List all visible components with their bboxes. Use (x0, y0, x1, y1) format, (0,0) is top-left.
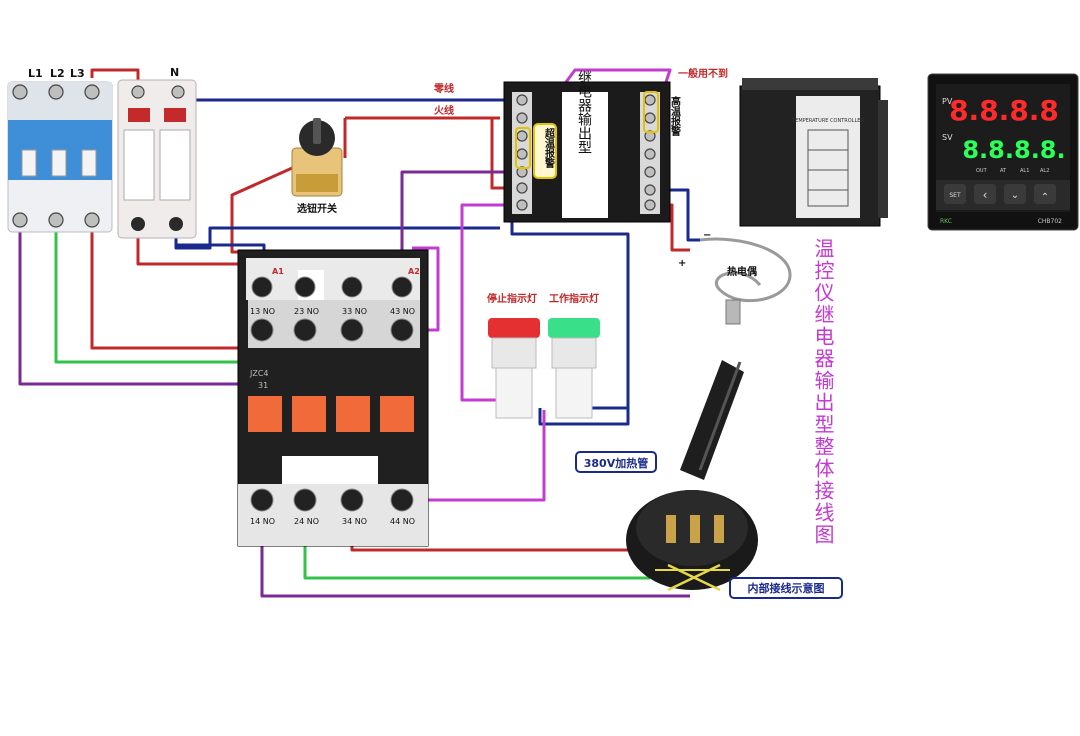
diagram-title: 温控仪继电器输出型整体接线图 (811, 238, 835, 546)
coil-a1-label: A1 (272, 267, 284, 276)
indicator-out: OUT (976, 168, 988, 174)
display-brand: RKC (940, 218, 952, 225)
pv-value: 8.8.8.8 (949, 94, 1059, 127)
label-live-wire: 火线 (434, 104, 454, 117)
thermocouple-label: 热电偶 (727, 265, 757, 278)
terminal-43: 43 NO (390, 307, 415, 316)
high-temp-alarm-label: 高温报警 (669, 95, 682, 137)
temp-controller-side: TEMPERATURE CONTROLLER (739, 78, 888, 227)
heater-internal-label: 内部接线示意图 (748, 581, 825, 595)
terminal-13: 13 NO (250, 307, 275, 316)
controller-header-text: TEMPERATURE CONTROLLER (791, 118, 864, 124)
up-button[interactable] (1034, 184, 1056, 204)
thermocouple-plus: + (678, 258, 686, 269)
stop-indicator-lamp: 停止指示灯 (487, 292, 540, 419)
set-button-label: SET (949, 192, 961, 199)
work-indicator-lamp: 工作指示灯 (548, 292, 600, 419)
controller-output-type: 继电器输出型 (576, 70, 592, 154)
chevron-left-icon: ‹ (983, 188, 988, 202)
contactor-model-sub: 31 (258, 381, 268, 390)
actuator-block (336, 396, 370, 432)
terminal-33: 33 NO (342, 307, 367, 316)
circuit-breaker-3p: L1 L2 L3 (7, 67, 113, 233)
terminal-14: 14 NO (250, 517, 275, 526)
terminal-column-left (512, 92, 532, 214)
switch-label: 选钮开关 (297, 202, 337, 215)
wire-l3-to-fuse (90, 68, 140, 86)
display-model: CHB702 (1038, 218, 1062, 225)
breaker-label-l1: L1 (28, 67, 43, 80)
actuator-block (380, 396, 414, 432)
terminal-34: 34 NO (342, 517, 367, 526)
controller-display-panel: PV 8.8.8.8 SV 8.8.8.8. OUT AT AL1 AL2 SE… (927, 73, 1079, 231)
indicator-al1: AL1 (1020, 168, 1029, 174)
coil-a2-label: A2 (408, 267, 420, 276)
chevron-down-icon: ⌄ (1011, 190, 1019, 201)
breaker-label-l3: L3 (70, 67, 85, 80)
down-button[interactable] (1004, 184, 1026, 204)
actuator-block (292, 396, 326, 432)
pv-label: PV (942, 97, 953, 106)
shift-left-button[interactable] (974, 184, 996, 204)
wire-lamp-loop (538, 408, 630, 426)
wire-ctrl-work-lamp (510, 218, 630, 410)
thermocouple: 热电偶 − + (678, 230, 792, 325)
sv-value: 8.8.8.8. (962, 136, 1065, 164)
wire-ctrl-stop-lamp (460, 203, 512, 402)
wire-ctrl-a2 (400, 170, 512, 272)
wire-ctrl-live (490, 116, 512, 190)
fuse-holder: N (117, 66, 197, 239)
terminal-24: 24 NO (294, 517, 319, 526)
temp-controller-terminals: 继电器输出型 超温报警 高温报警 (503, 70, 682, 223)
work-lamp-label: 工作指示灯 (549, 292, 599, 305)
contactor-model: JZC4 (249, 369, 269, 378)
actuator-block (248, 396, 282, 432)
wire-tc-minus (660, 188, 700, 242)
terminal-23: 23 NO (294, 307, 319, 316)
set-button[interactable] (944, 184, 966, 204)
heater-label: 380V加热管 (584, 456, 648, 470)
terminal-44: 44 NO (390, 517, 415, 526)
indicator-at: AT (1000, 168, 1007, 174)
heater-tube: 380V加热管 内部接线示意图 (575, 360, 843, 599)
wire-44-lamp (402, 410, 546, 502)
label-neutral-wire: 零线 (433, 82, 454, 95)
breaker-label-l2: L2 (50, 67, 65, 80)
neutral-label-n: N (170, 66, 179, 79)
ac-contactor: 13 NO 23 NO 33 NO 43 NO A1 A2 JZC4 31 14… (237, 249, 429, 547)
chevron-up-icon: ⌃ (1041, 192, 1049, 203)
selector-switch[interactable]: 选钮开关 (291, 118, 343, 215)
thermocouple-minus: − (703, 230, 711, 241)
indicator-al2: AL2 (1040, 168, 1049, 174)
label-rarely-used: 一般用不到 (678, 67, 728, 80)
sv-label: SV (942, 133, 953, 142)
stop-lamp-label: 停止指示灯 (487, 292, 537, 305)
over-temp-alarm-label: 超温报警 (543, 127, 556, 169)
